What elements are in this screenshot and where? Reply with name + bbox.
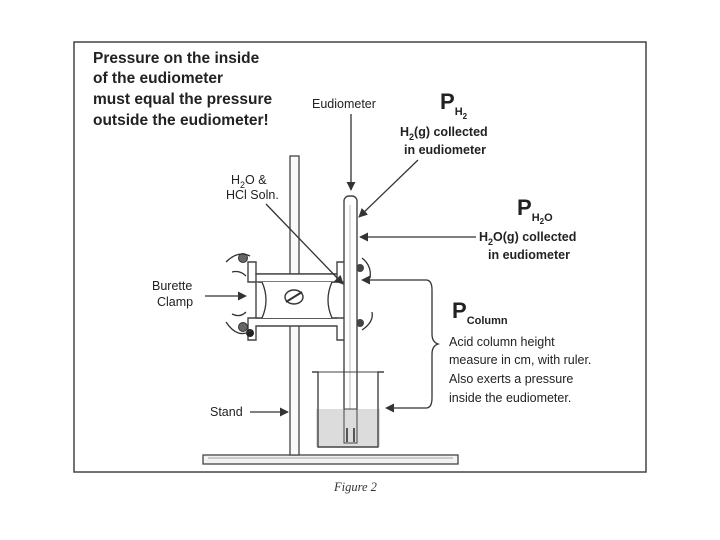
p-h2o-block: PH2O H2O(g) collected in eudiometer — [359, 195, 576, 262]
p-column-block: PColumn Acid column height measure in cm… — [361, 275, 591, 413]
heading-line-3: must equal the pressure — [93, 91, 273, 108]
h2o-hcl-label-line-1: H2O & — [231, 173, 267, 190]
figure-caption: Figure 2 — [333, 480, 377, 494]
stand-base — [202, 454, 459, 465]
heading-line-2: of the eudiometer — [93, 70, 223, 87]
burette-label-line-1: Burette — [152, 279, 192, 293]
p-column-symbol: PColumn — [452, 298, 508, 327]
p-column-line-3: Also exerts a pressure — [449, 372, 573, 386]
p-h2-symbol: PH2 — [440, 89, 468, 121]
p-h2-block: PH2 H2(g) collected in eudiometer — [358, 89, 488, 218]
heading-line-4: outside the eudiometer! — [93, 112, 269, 129]
p-column-line-4: inside the eudiometer. — [449, 391, 571, 405]
h2o-hcl-label-line-2: HCl Soln. — [226, 188, 279, 202]
heading-line-1: Pressure on the inside — [93, 50, 260, 67]
p-h2-line-1: H2(g) collected — [400, 125, 488, 142]
p-h2-line-2: in eudiometer — [404, 143, 486, 157]
beaker — [312, 371, 384, 448]
p-column-line-2: measure in cm, with ruler. — [449, 353, 591, 367]
eudiometer-tube — [343, 195, 358, 444]
burette-label-line-2: Clamp — [157, 295, 193, 309]
eudiometer-label: Eudiometer — [312, 97, 376, 111]
figure-frame — [73, 41, 647, 473]
p-h2o-symbol: PH2O — [517, 195, 553, 226]
p-h2o-line-1: H2O(g) collected — [479, 230, 576, 247]
p-column-line-1: Acid column height — [449, 335, 555, 349]
column-brace — [425, 279, 441, 409]
p-h2o-line-2: in eudiometer — [488, 248, 570, 262]
stand-label: Stand — [210, 405, 243, 419]
